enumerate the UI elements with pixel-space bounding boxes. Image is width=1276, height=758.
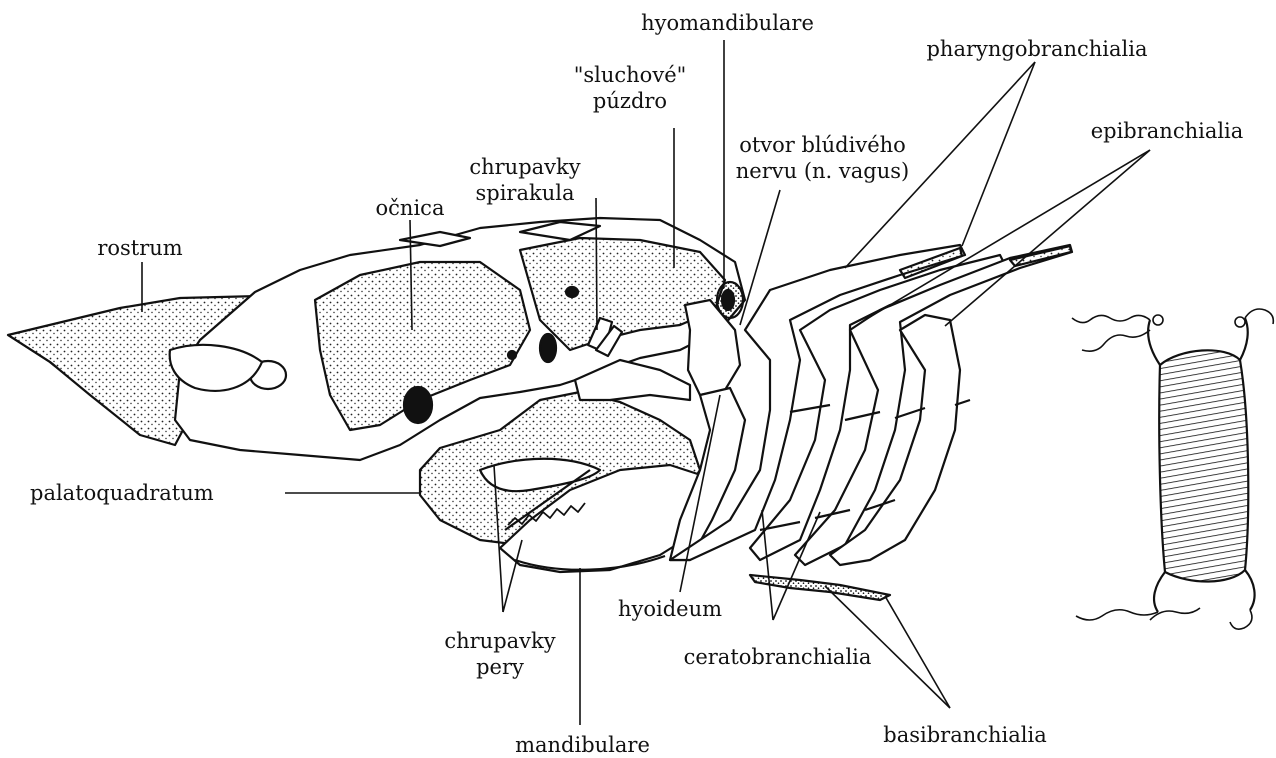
tendril-2 bbox=[1082, 330, 1150, 351]
label-sluchove-puzdro: "sluchové" púzdro bbox=[560, 62, 700, 114]
label-sluchove-line2: púzdro bbox=[560, 88, 700, 114]
label-pharyngobranchialia: pharyngobranchialia bbox=[912, 36, 1162, 62]
label-hyoideum: hyoideum bbox=[600, 596, 740, 622]
label-ceratobranchialia: ceratobranchialia bbox=[665, 644, 890, 670]
label-ocnica: očnica bbox=[355, 195, 465, 221]
label-chrupavky-pery: chrupavky pery bbox=[430, 628, 570, 680]
label-hyomandibulare: hyomandibulare bbox=[630, 10, 825, 36]
label-palatoquadratum: palatoquadratum bbox=[30, 480, 280, 506]
label-chrupavky-spirakula: chrupavky spirakula bbox=[455, 154, 595, 206]
label-otvor-bludiveho-nervu: otvor blúdivého nervu (n. vagus) bbox=[710, 132, 935, 184]
label-rostrum: rostrum bbox=[70, 235, 210, 261]
label-chrupavky-pery-line2: pery bbox=[430, 654, 570, 680]
tendril-4 bbox=[1076, 610, 1158, 620]
tendril-6 bbox=[1230, 610, 1252, 629]
label-otvor-line2: nervu (n. vagus) bbox=[710, 158, 935, 184]
egg-case bbox=[1072, 309, 1273, 629]
tendril-1 bbox=[1072, 315, 1150, 322]
label-chrupavky-spirakula-line1: chrupavky bbox=[455, 154, 595, 180]
tendril-3 bbox=[1245, 309, 1273, 324]
label-epibranchialia: epibranchialia bbox=[1062, 118, 1272, 144]
label-mandibulare: mandibulare bbox=[500, 732, 665, 758]
label-sluchove-line1: "sluchové" bbox=[560, 62, 700, 88]
label-chrupavky-pery-line1: chrupavky bbox=[430, 628, 570, 654]
label-chrupavky-spirakula-line2: spirakula bbox=[455, 180, 595, 206]
label-basibranchialia: basibranchialia bbox=[860, 722, 1070, 748]
label-otvor-line1: otvor blúdivého bbox=[710, 132, 935, 158]
egg-case-body bbox=[1159, 350, 1248, 581]
